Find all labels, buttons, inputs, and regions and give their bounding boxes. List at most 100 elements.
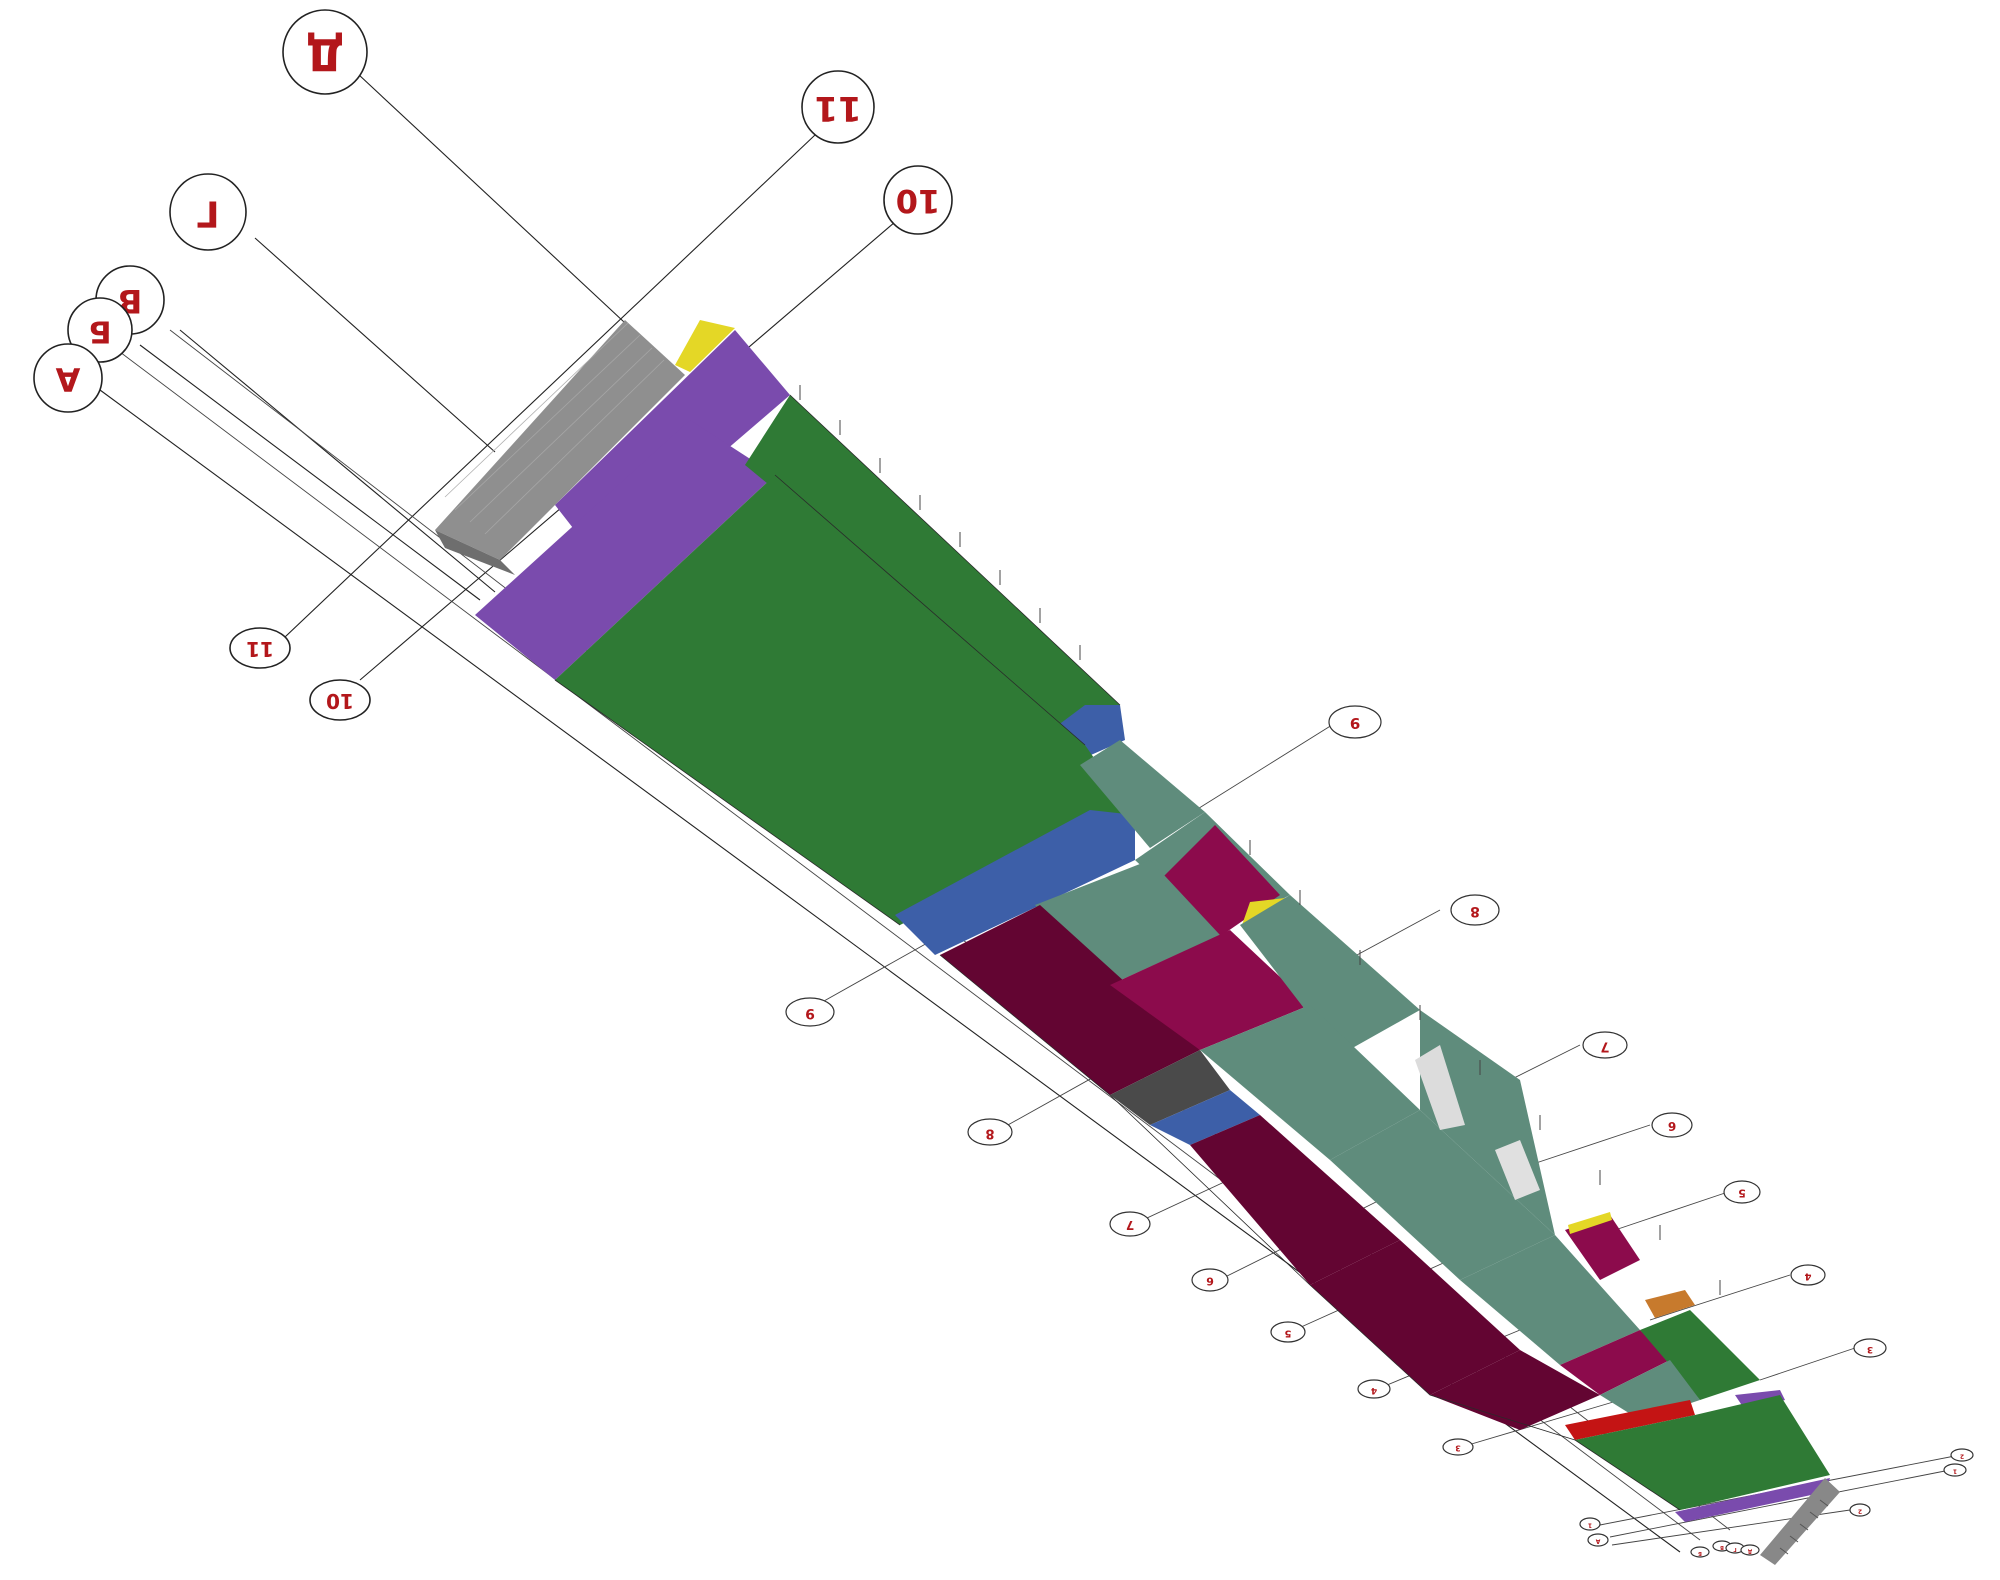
axis-bubble-6-left[interactable]: 6 [1191, 1268, 1229, 1292]
purple-slab-front [475, 420, 775, 680]
teal-slab-4 [1240, 895, 1420, 1055]
axis-bubble-10[interactable]: 10 [883, 165, 953, 235]
magenta-panel-3 [1565, 1215, 1640, 1280]
svg-text:Б: Б [89, 314, 112, 349]
masonry-block-side [435, 530, 515, 575]
axis-bubble-4-left[interactable]: 4 [1357, 1379, 1391, 1399]
svg-text:5: 5 [1284, 1328, 1291, 1339]
svg-text:6: 6 [1668, 1119, 1676, 1133]
axis-11-line [284, 134, 816, 638]
stair-opening-2 [1495, 1140, 1540, 1200]
axis-bubble-g[interactable]: Г [169, 173, 247, 251]
masonry-block [435, 320, 685, 560]
axis-bubble-5-left[interactable]: 5 [1270, 1321, 1306, 1343]
tiny-bubble-2[interactable]: 2 [1950, 1448, 1974, 1462]
yellow-trim-right [1568, 1212, 1612, 1234]
orange-panel [1645, 1290, 1695, 1318]
tiny-bubble-1[interactable]: 1 [1943, 1463, 1967, 1477]
axis-bubble-7-right[interactable]: 7 [1582, 1031, 1628, 1059]
svg-text:1: 1 [1953, 1468, 1957, 1475]
axis-bubbles-right: 9 8 7 6 5 4 3 [1328, 705, 1887, 1358]
stair-opening [1415, 1045, 1465, 1130]
svg-text:7: 7 [1126, 1218, 1134, 1232]
axis-bubbles-tiny: 2 1 2 1 А Б В Г [1579, 1448, 1974, 1558]
axis-bubble-d[interactable]: Д [282, 9, 368, 95]
axis-3-left-line [1457, 1399, 1621, 1449]
svg-text:11: 11 [246, 637, 274, 661]
magenta-panel-4 [1560, 1330, 1670, 1395]
svg-text:10: 10 [896, 182, 941, 220]
axis-bubble-4-right[interactable]: 4 [1790, 1264, 1826, 1286]
tiny-bubble-2b[interactable]: 2 [1849, 1503, 1871, 1517]
svg-text:8: 8 [985, 1126, 994, 1141]
axis-bubble-b[interactable]: Б [67, 297, 133, 363]
svg-text:3: 3 [1867, 1344, 1873, 1354]
purple-band-bottom [1675, 1478, 1830, 1522]
svg-text:10: 10 [326, 689, 354, 713]
axis-4-line [1649, 1274, 1791, 1321]
svg-text:9: 9 [805, 1005, 815, 1021]
tiny-bubble-a[interactable]: А [1587, 1533, 1609, 1547]
green-slab-main [555, 475, 1130, 925]
blue-edge-main [895, 810, 1135, 955]
axis-bubble-9-left[interactable]: 9 [785, 997, 835, 1027]
svg-text:2: 2 [1858, 1508, 1862, 1515]
axis-bubble-5-right[interactable]: 5 [1723, 1180, 1761, 1204]
railing-posts [799, 385, 1721, 1295]
svg-text:Б: Б [1698, 1550, 1702, 1556]
teal-slab-6 [1330, 1110, 1555, 1280]
svg-text:4: 4 [1804, 1271, 1811, 1282]
svg-text:4: 4 [1371, 1385, 1377, 1395]
svg-text:Г: Г [1733, 1546, 1737, 1552]
axis-bubble-6-right[interactable]: 6 [1651, 1112, 1693, 1138]
axis-bubble-3-right[interactable]: 3 [1853, 1338, 1887, 1358]
dark-grey-panel [1110, 1050, 1230, 1125]
svg-text:6: 6 [1206, 1275, 1214, 1288]
svg-text:А: А [1595, 1538, 1600, 1545]
axis-b-line [139, 344, 481, 601]
building-slabs [435, 320, 1840, 1565]
axis-9-line [1179, 719, 1341, 821]
teal-slab-8 [1460, 1235, 1640, 1365]
maroon-slab-3 [1310, 1240, 1520, 1395]
axis-5-line [1614, 1192, 1726, 1231]
axis-bubble-11-left[interactable]: 11 [229, 627, 291, 669]
green-slab-upper [745, 395, 1120, 745]
svg-text:Г: Г [197, 193, 220, 234]
svg-text:2: 2 [1960, 1453, 1964, 1460]
axis-bubble-7-left[interactable]: 7 [1109, 1211, 1151, 1237]
axis-bubble-11[interactable]: 11 [801, 70, 875, 144]
axis-3-line [1759, 1347, 1856, 1381]
maroon-slab-4 [1430, 1350, 1600, 1430]
yellow-trim-top [675, 320, 735, 372]
maroon-slab-1 [940, 905, 1200, 1095]
magenta-panel-2 [1110, 930, 1310, 1050]
axis-bubble-9-right[interactable]: 9 [1328, 705, 1382, 739]
svg-text:11: 11 [814, 88, 861, 128]
axis-1-line [1609, 1469, 1951, 1538]
svg-text:Д: Д [1747, 1548, 1752, 1554]
svg-text:В: В [1720, 1544, 1724, 1550]
maroon-slab-2 [1190, 1115, 1400, 1285]
svg-text:5: 5 [1738, 1187, 1746, 1200]
axis-bubbles-large: Д 11 Г 10 В Б А 11 [33, 9, 953, 721]
axis-6-line [1529, 1124, 1651, 1166]
svg-text:7: 7 [1600, 1039, 1609, 1054]
svg-text:А: А [55, 360, 80, 398]
masonry-pattern [444, 322, 665, 535]
axis-bubble-10-left[interactable]: 10 [309, 679, 371, 721]
axis-bubble-a[interactable]: А [33, 343, 103, 413]
axis-bubble-8-left[interactable]: 8 [967, 1118, 1013, 1146]
tiny-bubble-d[interactable]: Д [1740, 1544, 1760, 1556]
axis-v-line [179, 329, 496, 593]
tiny-bubble-1b[interactable]: 1 [1579, 1517, 1601, 1531]
slab-edges [554, 394, 1681, 1511]
axis-bubble-3-left[interactable]: 3 [1442, 1438, 1474, 1456]
stair-steps [1779, 1499, 1829, 1555]
red-beam [1565, 1400, 1695, 1440]
tiny-bubble-b[interactable]: Б [1690, 1546, 1710, 1558]
svg-text:8: 8 [1470, 903, 1480, 919]
axis-bubble-8-right[interactable]: 8 [1450, 894, 1500, 926]
